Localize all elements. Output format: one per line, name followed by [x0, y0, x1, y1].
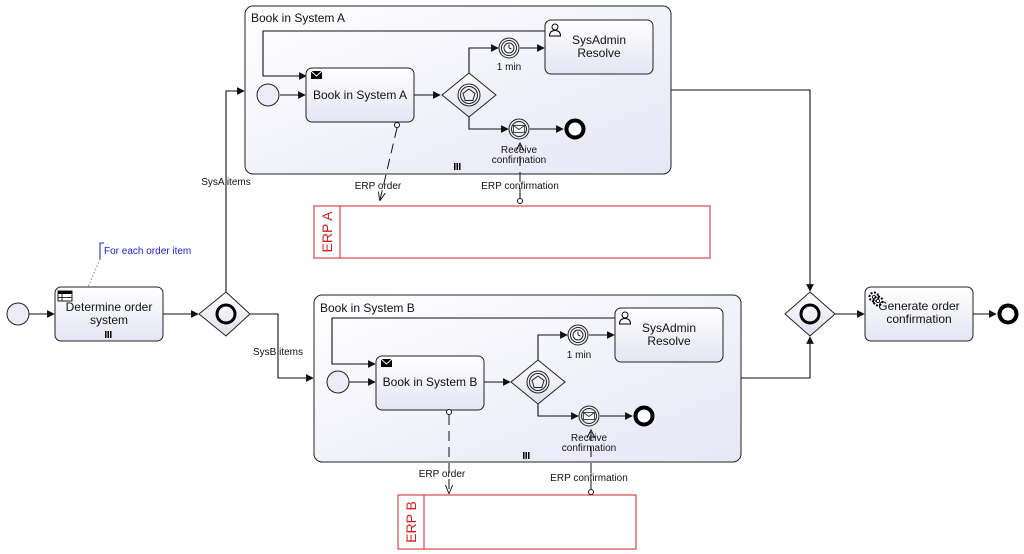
event-based-gateway-icon[interactable]: [510, 359, 566, 405]
flow-sysa-label: SysA items: [201, 177, 250, 188]
erp-a-pool[interactable]: ERP A: [313, 205, 711, 259]
flow-sysb-items: [250, 313, 314, 382]
inclusive-gateway-icon[interactable]: [784, 291, 836, 337]
determine-line1: Determine order: [66, 300, 153, 314]
determine-order-system-task[interactable]: Determine order system: [54, 286, 164, 342]
message-flow-arrowhead: [586, 428, 596, 439]
sysadmin-resolve-b-task[interactable]: SysAdmin Resolve: [614, 307, 724, 363]
parallel-multi-instance-icon: [454, 163, 461, 170]
sysadmin-resolve-a-task[interactable]: SysAdmin Resolve: [544, 19, 654, 75]
start-event-icon[interactable]: [326, 370, 350, 394]
parallel-multi-instance-icon: [105, 331, 112, 338]
book-b-label: Book in System B: [383, 375, 478, 389]
flow-a-gateway-to-receive: [468, 117, 509, 133]
erp-confirmation-a-label: ERP confirmation: [481, 181, 559, 192]
parallel-multi-instance-icon: [523, 452, 530, 459]
timer-b-label: 1 min: [567, 350, 591, 361]
message-icon[interactable]: [508, 118, 530, 140]
inclusive-gateway-icon[interactable]: [198, 291, 251, 337]
generate-line2: confirmation: [886, 312, 951, 326]
erp-order-b-label: ERP order: [419, 469, 466, 480]
start-event-icon[interactable]: [256, 83, 280, 107]
erp-b-pool[interactable]: ERP B: [397, 494, 637, 550]
flow-a-gateway-to-timer: [468, 44, 499, 73]
timer-icon[interactable]: [567, 324, 589, 346]
determine-line2: system: [90, 313, 128, 327]
timer-a-label: 1 min: [497, 62, 521, 73]
erp-b-pool-label: ERP B: [403, 501, 419, 543]
business-rule-task-icon: [57, 290, 73, 302]
timer-icon[interactable]: [498, 37, 520, 59]
end-event-icon[interactable]: [633, 405, 655, 427]
flow-b-gateway-to-timer: [537, 331, 568, 360]
receive-a-line2: confirmation: [492, 155, 546, 166]
subprocess-b-title: Book in System B: [320, 301, 415, 315]
resolve-b-line1: SysAdmin: [642, 321, 696, 335]
service-task-icon: [868, 291, 884, 307]
start-event-icon[interactable]: [6, 302, 30, 326]
resolve-b-line2: Resolve: [647, 334, 691, 348]
flow-b-resolve-back-to-book: [331, 317, 615, 368]
end-event-icon[interactable]: [564, 118, 586, 140]
receive-a-line1: Receive: [501, 145, 538, 156]
flow-b-gateway-to-receive: [537, 404, 579, 420]
message-icon: [380, 358, 393, 367]
message-flow-start-marker: [517, 198, 523, 204]
text-annotation[interactable]: For each order item: [87, 242, 191, 288]
annotation-text: For each order item: [104, 246, 191, 257]
receive-b-line2: confirmation: [562, 443, 616, 454]
erp-a-pool-label: ERP A: [319, 211, 335, 253]
erp-confirmation-b-label: ERP confirmation: [550, 473, 628, 484]
end-event-icon[interactable]: [997, 303, 1019, 325]
message-icon: [310, 70, 323, 79]
message-flow-erp-order-a: [380, 127, 398, 200]
flow-a-to-join: [671, 89, 814, 292]
message-flow-start-marker: [588, 489, 594, 495]
erp-order-a-label: ERP order: [355, 181, 402, 192]
annotation-association: [87, 258, 101, 288]
book-in-system-b-task[interactable]: Book in System B: [375, 355, 485, 411]
message-flow-arrowhead: [515, 141, 525, 152]
user-task-icon: [618, 311, 632, 325]
flow-b-to-join: [741, 336, 814, 379]
resolve-a-line1: SysAdmin: [572, 33, 626, 47]
flow-sysa-items: [225, 87, 245, 292]
flow-a-resolve-back-to-book: [262, 30, 545, 80]
book-a-label: Book in System A: [313, 88, 407, 102]
resolve-a-line2: Resolve: [577, 46, 621, 60]
message-icon[interactable]: [578, 405, 600, 427]
message-flow-start-marker: [446, 409, 452, 415]
flow-sysb-label: SysB items: [253, 347, 303, 358]
subprocess-a-title: Book in System A: [251, 11, 345, 25]
receive-b-line1: Receive: [571, 433, 608, 444]
message-flow-start-marker: [394, 122, 400, 128]
event-based-gateway-icon[interactable]: [441, 72, 497, 118]
generate-line1: Generate order: [878, 299, 959, 313]
generate-order-confirmation-task[interactable]: Generate order confirmation: [864, 286, 974, 342]
user-task-icon: [548, 23, 562, 37]
book-in-system-a-task[interactable]: Book in System A: [305, 67, 415, 123]
